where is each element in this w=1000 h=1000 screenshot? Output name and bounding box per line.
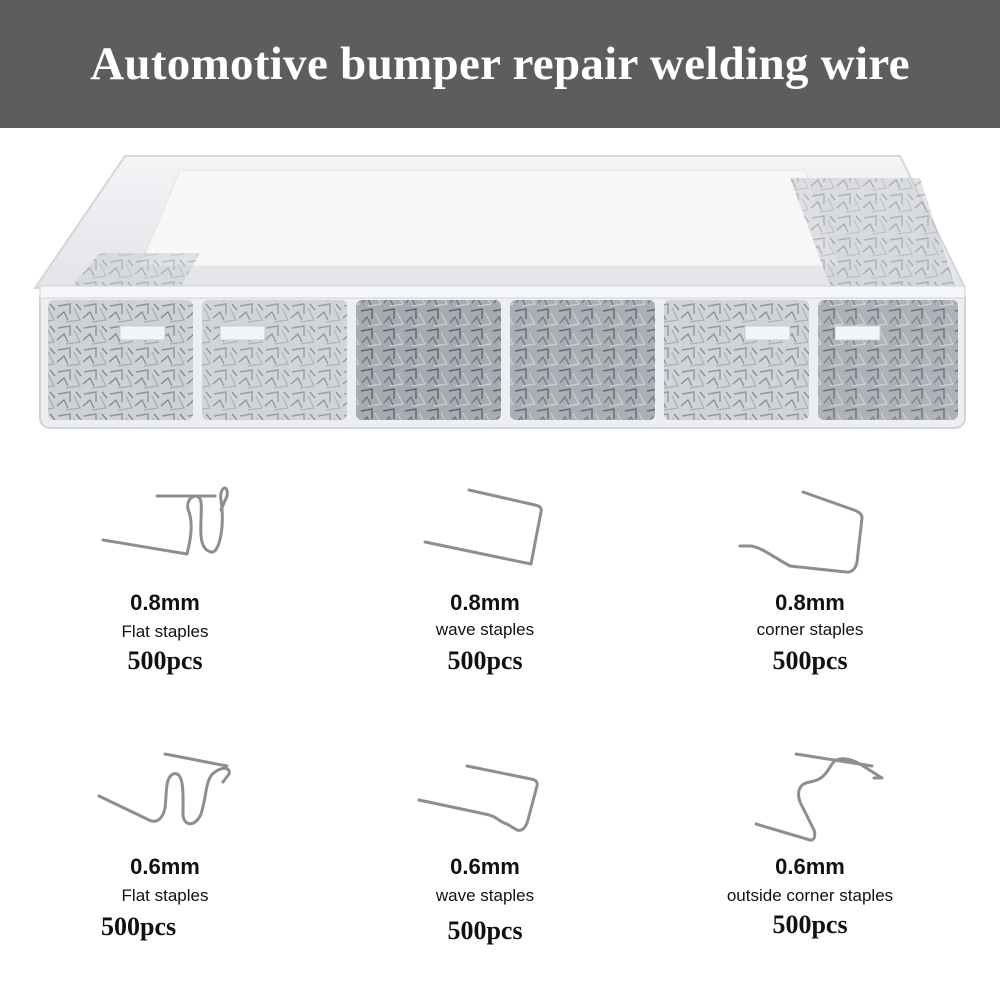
- wire-size-label: 0.6mm: [450, 854, 520, 879]
- flat-staple-icon: [97, 752, 231, 826]
- staple-type-label: wave staples: [435, 620, 535, 639]
- quantity-label: 500pcs: [447, 916, 523, 945]
- wire-size-label: 0.8mm: [775, 590, 845, 615]
- wave-staple-icon: [417, 764, 539, 832]
- wire-size-label: 0.8mm: [130, 590, 200, 615]
- product-item: 0.6mm Flat staples 500pcs: [15, 744, 315, 964]
- quantity-label: 500pcs: [772, 646, 848, 675]
- flat-staple-icon: [101, 486, 229, 556]
- product-item: 0.6mm wave staples 500pcs: [335, 744, 635, 964]
- page-title: Automotive bumper repair welding wire: [90, 38, 910, 90]
- quantity-label: 500pcs: [772, 910, 848, 939]
- product-item: 0.8mm wave staples 500pcs: [335, 478, 635, 698]
- wire-size-label: 0.6mm: [130, 854, 200, 879]
- staple-type-label: outside corner staples: [726, 886, 894, 905]
- staple-type-label: Flat staples: [121, 886, 209, 905]
- wire-size-label: 0.6mm: [775, 854, 845, 879]
- wire-size-label: 0.8mm: [450, 590, 520, 615]
- product-item: 0.6mm outside corner staples 500pcs: [660, 744, 960, 964]
- quantity-label: 500pcs: [101, 912, 177, 941]
- product-item: 0.8mm corner staples 500pcs: [660, 478, 960, 698]
- staple-type-label: corner staples: [756, 620, 864, 639]
- wave-staple-icon: [423, 488, 543, 566]
- staple-type-label: wave staples: [435, 886, 535, 905]
- quantity-label: 500pcs: [447, 646, 523, 675]
- title-banner: Automotive bumper repair welding wire: [0, 0, 1000, 128]
- quantity-label: 500pcs: [127, 646, 203, 675]
- product-item: 0.8mm Flat staples 500pcs: [15, 478, 315, 698]
- staple-type-label: Flat staples: [121, 622, 209, 641]
- corner-staple-icon: [738, 490, 864, 574]
- storage-box-image: [33, 155, 967, 429]
- outside-corner-staple-icon: [754, 752, 884, 842]
